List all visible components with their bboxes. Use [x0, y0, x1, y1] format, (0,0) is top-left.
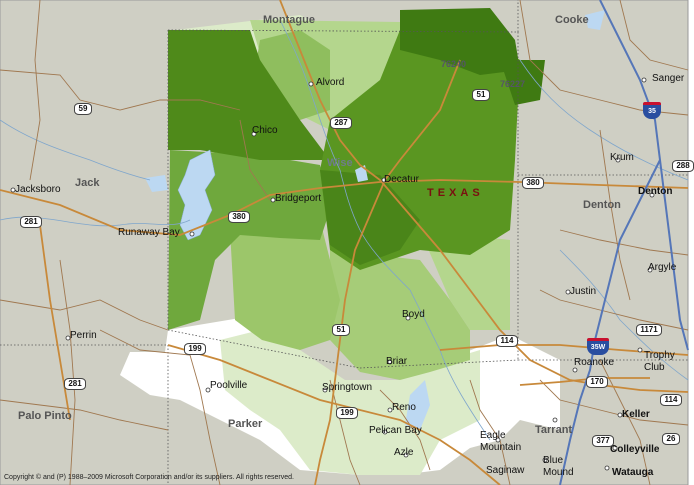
city-label-reno[interactable]: Reno: [392, 402, 416, 413]
county-label-tarrant: Tarrant: [535, 424, 573, 436]
city-label-roanoke[interactable]: Roanoke: [574, 357, 615, 368]
county-label-jack: Jack: [75, 177, 100, 189]
route-shield-51-south: 51: [332, 324, 350, 336]
city-label-keller[interactable]: Keller: [622, 409, 650, 420]
city-label-decatur[interactable]: Decatur: [384, 174, 420, 185]
county-label-montague: Montague: [263, 14, 315, 26]
city-label-watauga[interactable]: Watauga: [612, 467, 654, 478]
zip-area-light-west: [230, 220, 340, 350]
interstate-shield-35w: 35W: [587, 338, 609, 355]
county-label-parker: Parker: [228, 418, 263, 430]
zip-label-76240: 76240: [441, 59, 467, 69]
city-label-chico[interactable]: Chico: [252, 125, 278, 136]
city-markers: [10, 77, 655, 471]
city-label-springtown[interactable]: Springtown: [322, 382, 373, 393]
route-shield-287: 287: [330, 117, 352, 129]
route-shield-114-east: 114: [496, 335, 518, 347]
county-label-wise: Wise: [327, 157, 353, 169]
rivers: [0, 19, 689, 441]
city-label-argyle[interactable]: Argyle: [648, 262, 677, 273]
city-label-saginaw[interactable]: Saginaw: [486, 465, 525, 476]
route-shield-170: 170: [586, 376, 608, 388]
city-label-perrin[interactable]: Perrin: [70, 330, 97, 341]
city-label-boyd[interactable]: Boyd: [402, 309, 425, 320]
county-label-palo-pinto: Palo Pinto: [18, 410, 72, 422]
route-shield-380-west: 380: [228, 211, 250, 223]
city-label-eagle-mountain[interactable]: Eagle Mountain: [480, 430, 522, 453]
zip-area-light-south: [330, 250, 470, 380]
city-label-azle[interactable]: Azle: [394, 447, 414, 458]
city-label-poolville[interactable]: Poolville: [210, 380, 248, 391]
lake-jacksboro: [145, 175, 168, 192]
zip-area-light-east: [420, 230, 510, 330]
city-label-pelican-bay[interactable]: Pelican Bay: [369, 425, 422, 436]
route-shield-51-north: 51: [472, 89, 490, 101]
route-shield-1171: 1171: [636, 324, 662, 336]
city-label-colleyville[interactable]: Colleyville: [610, 444, 660, 455]
zip-label-76227: 76227: [500, 79, 526, 89]
city-label-bridgeport[interactable]: Bridgeport: [275, 193, 322, 204]
route-shield-380-east: 380: [522, 177, 544, 189]
city-label-trophy-club[interactable]: Trophy Club: [644, 350, 675, 373]
zip-area-dark-chico: [168, 30, 330, 160]
zip-area-dark-center: [320, 170, 420, 265]
lake-north-east: [585, 10, 605, 30]
county-label-cooke: Cooke: [555, 14, 589, 26]
lake-eagle-mountain: [405, 380, 430, 430]
city-label-denton[interactable]: Denton: [638, 186, 673, 197]
city-label-krum[interactable]: Krum: [610, 152, 634, 163]
route-shield-288: 288: [672, 160, 694, 172]
route-shield-26: 26: [662, 433, 680, 445]
zip-area-darkest-east: [500, 60, 545, 105]
interstates: [559, 0, 689, 485]
route-shield-377: 377: [592, 435, 614, 447]
city-label-blue-mound[interactable]: Blue Mound: [543, 455, 574, 478]
state-label: TEXAS: [427, 187, 484, 199]
zip-area-darkest-north: [400, 8, 520, 75]
route-shield-281-west: 281: [20, 216, 42, 228]
copyright-notice: Copyright © and (P) 1988–2009 Microsoft …: [4, 474, 294, 481]
city-label-runaway-bay[interactable]: Runaway Bay: [118, 227, 180, 238]
route-shield-59: 59: [74, 103, 92, 115]
interstate-shield-35: 35: [643, 102, 661, 119]
zip-area-medium-west: [168, 150, 330, 330]
city-label-justin[interactable]: Justin: [570, 286, 597, 297]
route-shield-114-far-east: 114: [660, 394, 682, 406]
city-label-jacksboro[interactable]: Jacksboro: [15, 184, 61, 195]
city-label-sanger[interactable]: Sanger: [652, 73, 685, 84]
county-label-denton: Denton: [583, 199, 621, 211]
lake-bridgeport: [177, 149, 216, 241]
route-shield-199-west: 199: [184, 343, 206, 355]
city-label-briar[interactable]: Briar: [386, 356, 408, 367]
zip-area-lightest-south: [220, 330, 480, 475]
city-label-alvord[interactable]: Alvord: [316, 77, 345, 88]
route-shield-199-south: 199: [336, 407, 358, 419]
route-shield-281-south: 281: [64, 378, 86, 390]
